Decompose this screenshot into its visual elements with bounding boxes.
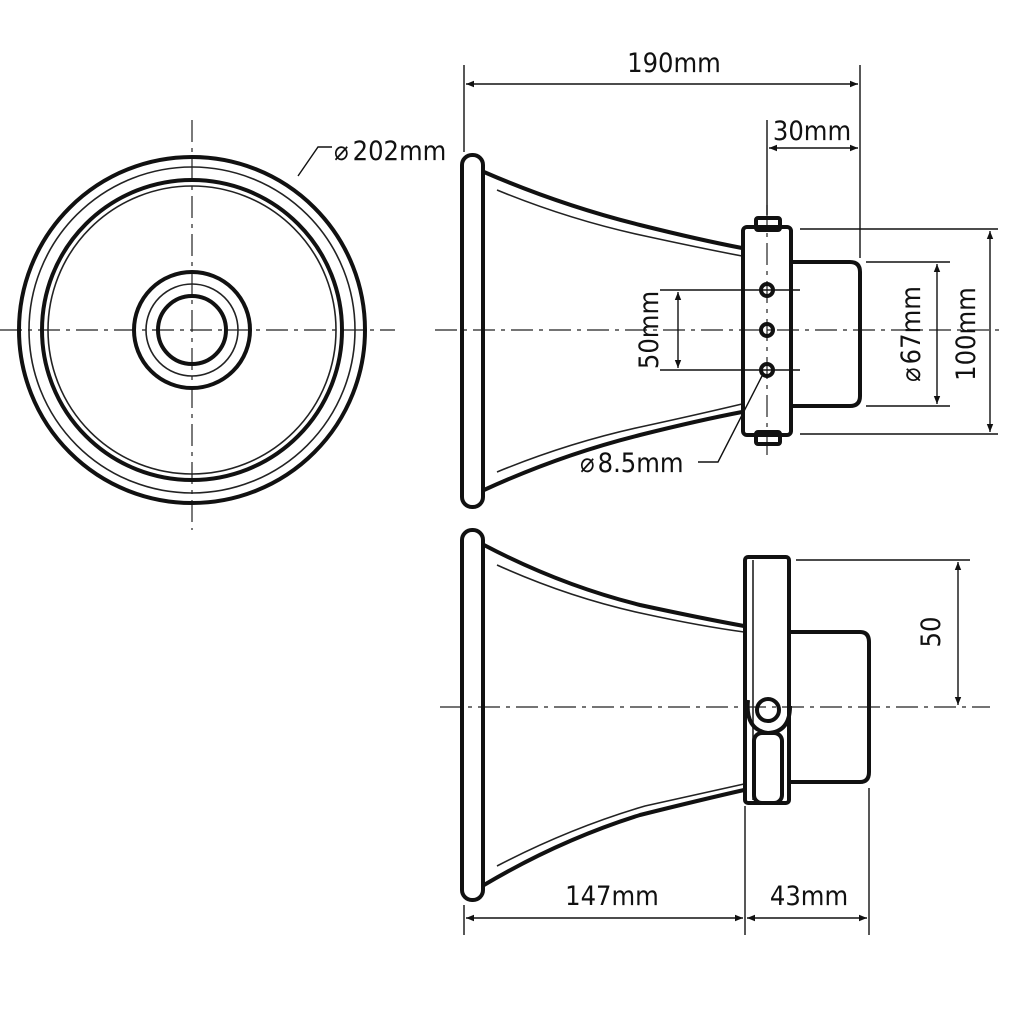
driver-housing-bottom bbox=[790, 630, 871, 784]
front-inner-rim bbox=[28, 166, 356, 494]
front-throat-ring bbox=[145, 283, 239, 377]
bracket-height-label: 100mm bbox=[951, 287, 982, 381]
bracket-bottom-tab bbox=[754, 430, 782, 446]
front-bell-inner bbox=[47, 185, 337, 475]
diameter-leader-line bbox=[297, 146, 332, 177]
horn-upper-inner bbox=[496, 189, 743, 257]
front-outer-rim bbox=[17, 155, 367, 505]
horn-front-flange-bottom bbox=[460, 528, 485, 902]
front-diameter-label: ⌀202mm bbox=[334, 136, 446, 167]
side-view-top: 190mm 30mm 50mm ⌀67mm 100mm ⌀8.5mm bbox=[435, 48, 1000, 509]
front-view: ⌀202mm bbox=[0, 120, 446, 530]
side-view-bottom: 50 147mm 43mm bbox=[440, 528, 990, 935]
bracket-arm bbox=[752, 731, 784, 805]
horn-upper-profile-bottom bbox=[483, 543, 745, 628]
horn-lower-inner-bottom bbox=[496, 783, 745, 867]
bracket-offset-label: 30mm bbox=[773, 116, 851, 147]
front-throat-opening bbox=[156, 294, 228, 366]
mounting-bracket bbox=[741, 225, 793, 437]
bracket-swivel bbox=[745, 699, 792, 735]
hole-diameter-label: ⌀8.5mm bbox=[580, 448, 684, 479]
swivel-pivot-hole bbox=[755, 697, 781, 723]
horn-lower-profile-bottom bbox=[482, 788, 745, 887]
horn-upper-profile bbox=[483, 170, 743, 250]
front-throat-outer bbox=[132, 270, 252, 390]
hole-spacing-label: 50mm bbox=[634, 291, 665, 369]
overall-length-label: 190mm bbox=[627, 48, 721, 79]
bracket-top-tab bbox=[754, 216, 782, 232]
hole-leader-line bbox=[698, 375, 763, 463]
horn-lower-inner bbox=[496, 403, 743, 473]
driver-diameter-label: ⌀67mm bbox=[896, 286, 927, 382]
horn-length-label: 147mm bbox=[565, 881, 659, 912]
mount-height-label: 50 bbox=[916, 617, 947, 648]
driver-housing bbox=[792, 260, 862, 408]
bracket-length-label: 43mm bbox=[770, 881, 848, 912]
horn-front-flange bbox=[460, 153, 485, 509]
mount-hole-middle bbox=[759, 322, 775, 338]
horn-upper-inner-bottom bbox=[496, 564, 745, 633]
front-bell-edge bbox=[40, 178, 344, 482]
horn-lower-profile bbox=[483, 410, 743, 492]
